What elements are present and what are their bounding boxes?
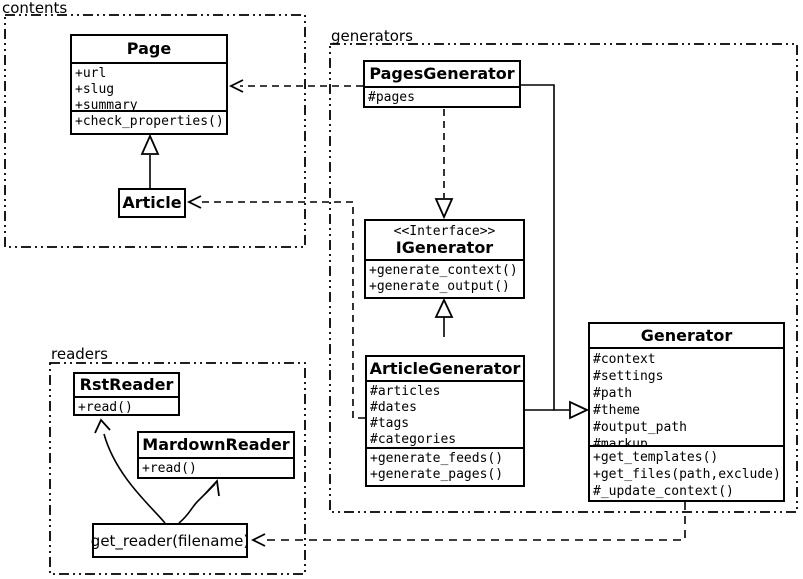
attribute: #tags [370,416,410,431]
method: +generate_pages() [370,467,504,482]
class-articlegenerator-title: ArticleGenerator [367,357,523,382]
inheritance-article-to-page [140,133,160,188]
class-page-attributes: +url +slug +summary [72,64,226,112]
package-border-contents [4,14,306,248]
method: #_update_context() [593,484,734,499]
attribute: #context [593,352,656,367]
method: +check_properties() [75,114,224,129]
class-page: Page +url +slug +summary +check_properti… [70,34,228,135]
function-get-reader-label: get_reader(filename) [90,531,250,550]
attribute: #markup [593,437,648,447]
class-igenerator-title: <<Interface>> IGenerator [366,221,523,261]
class-generator-title: Generator [590,324,783,349]
attribute: #categories [370,432,457,447]
class-pagesgenerator-attributes: #pages [365,88,519,106]
class-articlegenerator: ArticleGenerator #articles #dates #tags … [365,355,525,487]
package-label-contents: contents [2,0,68,17]
class-generator-methods: +get_templates() +get_files(path,exclude… [590,447,783,500]
dependency-articlegenerator-to-article [186,195,365,419]
package-label-readers: readers [51,345,108,363]
arrow-getreader-to-rstreader [94,418,166,524]
attribute: #output_path [593,420,687,435]
method: +read() [78,400,133,414]
attribute: #settings [593,369,664,384]
method: +generate_context() [369,263,518,278]
class-mardownreader: MardownReader +read() [137,431,295,479]
class-articlegenerator-methods: +generate_feeds() +generate_pages() [367,449,523,485]
method: +get_files(path,exclude) [593,467,781,482]
attribute: #path [593,386,633,401]
attribute: +slug [75,82,115,97]
class-rstreader: RstReader +read() [73,372,180,416]
inheritance-generators-to-generator [521,84,590,420]
attribute: +url [75,66,107,81]
class-rstreader-methods: +read() [75,398,178,414]
attribute: #articles [370,384,441,399]
attribute: #pages [368,90,415,105]
attribute: #dates [370,400,417,415]
method: +get_templates() [593,450,719,465]
class-generator-attributes: #context #settings #path #theme #output_… [590,349,783,447]
class-pagesgenerator: PagesGenerator #pages [363,60,521,108]
inheritance-articlegenerator-to-igenerator [434,297,454,337]
class-igenerator: <<Interface>> IGenerator +generate_conte… [364,219,525,299]
method: +generate_feeds() [370,451,504,466]
realization-pagesgenerator-to-igenerator [434,109,454,220]
class-rstreader-title: RstReader [75,374,178,398]
class-generator: Generator #context #settings #path #them… [588,322,785,502]
function-get-reader: get_reader(filename) [90,523,250,558]
interface-stereotype: <<Interface>> [393,223,496,239]
class-pagesgenerator-title: PagesGenerator [365,62,519,88]
attribute: #theme [593,403,640,418]
dependency-generator-to-getreader [250,502,686,547]
class-igenerator-methods: +generate_context() +generate_output() [366,261,523,297]
class-articlegenerator-attributes: #articles #dates #tags #categories [367,382,523,449]
package-label-generators: generators [331,27,413,45]
class-article: Article [118,188,186,218]
class-igenerator-name: IGenerator [395,237,494,257]
arrow-getreader-to-mardownreader [178,478,220,524]
method: +generate_output() [369,279,510,294]
package-border-readers [49,362,306,575]
class-mardownreader-title: MardownReader [139,433,293,459]
class-page-title: Page [72,36,226,64]
dependency-pagesgenerator-to-page [228,79,363,93]
method: +read() [142,461,197,476]
class-mardownreader-methods: +read() [139,459,293,477]
attribute: +summary [75,98,138,112]
class-page-methods: +check_properties() [72,112,226,133]
class-article-title: Article [122,193,182,212]
